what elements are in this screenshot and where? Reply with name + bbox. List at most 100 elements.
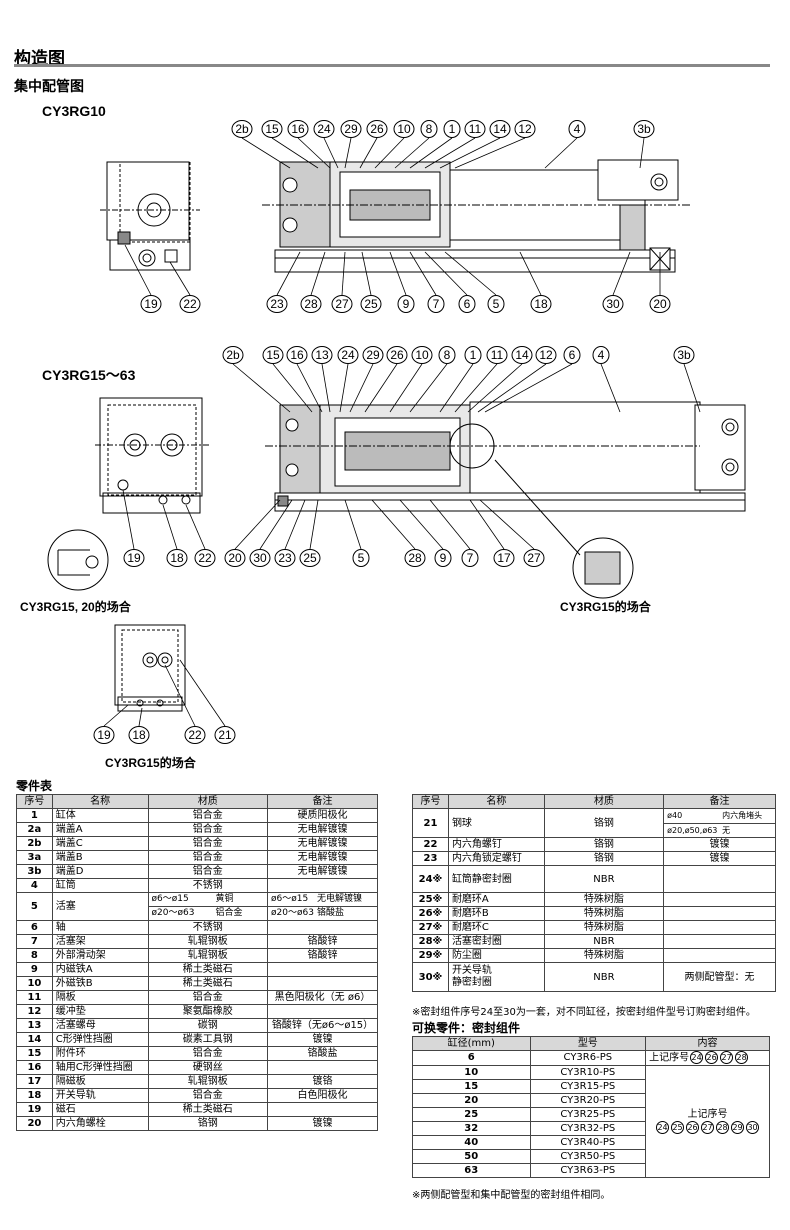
callout-4: 4 (592, 346, 621, 413)
svg-text:17: 17 (497, 551, 511, 565)
svg-text:13: 13 (315, 348, 329, 362)
svg-text:15: 15 (266, 348, 280, 362)
callout-17: 17 (469, 499, 515, 567)
callout-7: 7 (429, 499, 479, 567)
svg-text:24: 24 (317, 122, 331, 136)
svg-text:14: 14 (493, 122, 507, 136)
svg-text:8: 8 (444, 348, 451, 362)
svg-text:12: 12 (539, 348, 553, 362)
svg-text:28: 28 (304, 297, 318, 311)
callout-12: 12 (477, 346, 557, 413)
callout-1: 1 (439, 346, 482, 413)
callout-11: 11 (424, 120, 486, 169)
col-no: 序号 (412, 794, 449, 809)
section-view-1 (262, 159, 690, 273)
svg-text:3b: 3b (677, 348, 691, 362)
svg-text:20: 20 (653, 297, 667, 311)
svg-text:2b: 2b (226, 348, 240, 362)
title-rule (14, 64, 770, 67)
callout-24: 24 (337, 346, 359, 413)
callout-22: 22 (169, 261, 201, 313)
callout-14: 14 (467, 346, 533, 413)
svg-text:22: 22 (188, 728, 202, 742)
end-view-3 (114, 624, 186, 712)
callout-19: 19 (124, 244, 162, 313)
callout-14: 14 (439, 120, 511, 169)
svg-text:4: 4 (598, 348, 605, 362)
callout-10: 10 (389, 346, 433, 413)
callout-3b: 3b (633, 120, 655, 169)
svg-text:5: 5 (358, 551, 365, 565)
callout-5: 5 (444, 251, 505, 313)
col-note: 备注 (663, 794, 776, 809)
callout-16: 16 (287, 120, 331, 169)
callout-15: 15 (262, 346, 313, 413)
callout-30: 30 (602, 251, 631, 313)
model-label-2: CY3RG15～63 (42, 367, 136, 383)
svg-text:18: 18 (534, 297, 548, 311)
svg-text:26: 26 (370, 122, 384, 136)
svg-text:16: 16 (290, 348, 304, 362)
kit-table-title: 可换零件：密封组件 (412, 1021, 521, 1035)
case-label-1: CY3RG15, 20的场合 (20, 600, 131, 614)
svg-text:16: 16 (291, 122, 305, 136)
callout-19: 19 (122, 489, 145, 567)
svg-text:19: 19 (97, 728, 111, 742)
callout-25: 25 (299, 499, 321, 567)
end-view-1 (100, 161, 200, 271)
svg-text:18: 18 (170, 551, 184, 565)
callout-2b: 2b (222, 346, 291, 413)
callout-3b: 3b (673, 346, 701, 413)
svg-text:11: 11 (491, 348, 504, 362)
callout-18: 18 (519, 251, 552, 313)
col-material: 材质 (147, 794, 269, 809)
col-name: 名称 (447, 794, 545, 809)
svg-text:28: 28 (408, 551, 422, 565)
callout-29: 29 (349, 346, 384, 413)
svg-text:10: 10 (415, 348, 429, 362)
svg-text:3b: 3b (637, 122, 651, 136)
callout-11: 11 (454, 346, 508, 413)
svg-text:30: 30 (606, 297, 620, 311)
callout-18: 18 (128, 707, 150, 744)
callout-4: 4 (544, 120, 586, 169)
callout-27: 27 (479, 499, 545, 567)
callout-30: 30 (249, 499, 293, 567)
callout-7: 7 (409, 251, 445, 313)
callout-21: 21 (179, 659, 236, 744)
callout-27: 27 (331, 251, 353, 313)
callout-6: 6 (424, 251, 476, 313)
callout-6: 6 (484, 346, 581, 413)
callout-26: 26 (359, 120, 388, 169)
svg-text:9: 9 (403, 297, 410, 311)
svg-text:27: 27 (527, 551, 541, 565)
callout-13: 13 (311, 346, 333, 413)
col-note: 备注 (267, 794, 378, 809)
svg-text:6: 6 (464, 297, 471, 311)
